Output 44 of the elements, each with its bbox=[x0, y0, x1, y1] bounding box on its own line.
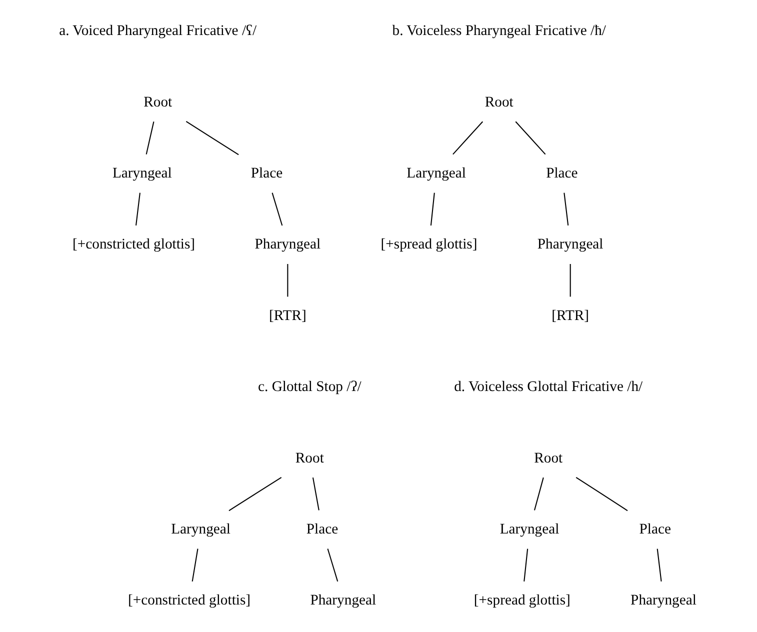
node-text: Place bbox=[546, 166, 578, 182]
connector bbox=[430, 192, 435, 226]
node-text: Pharyngeal bbox=[537, 236, 604, 253]
connector bbox=[534, 477, 544, 510]
node-text: Pharyngeal bbox=[254, 236, 321, 253]
connector bbox=[656, 548, 662, 582]
node-text: Place bbox=[306, 521, 338, 538]
label: c. Glottal Stop /ʔ/ bbox=[258, 379, 362, 396]
node-text: Pharyngeal bbox=[630, 592, 696, 609]
node-text: Place bbox=[639, 521, 671, 538]
connector bbox=[287, 264, 288, 297]
node-text: Root bbox=[295, 450, 324, 466]
connector bbox=[570, 264, 571, 297]
connector bbox=[564, 192, 569, 226]
connector bbox=[327, 548, 338, 582]
node-text: Root bbox=[484, 94, 514, 110]
node-text: Root bbox=[144, 94, 172, 110]
node-text: Pharyngeal bbox=[310, 592, 376, 609]
connector bbox=[228, 476, 282, 512]
connector bbox=[312, 477, 320, 510]
node-text: Laryngeal bbox=[112, 166, 172, 182]
connector bbox=[576, 476, 628, 512]
label: b. Voiceless Pharyngeal Fricative /ħ/ bbox=[392, 23, 606, 40]
node-text: Laryngeal bbox=[406, 166, 466, 182]
connector bbox=[524, 548, 528, 582]
connector bbox=[192, 548, 198, 582]
node-text: Laryngeal bbox=[171, 521, 230, 538]
connector bbox=[146, 122, 154, 154]
connector bbox=[186, 121, 239, 156]
node-text: [+spread glottis] bbox=[380, 236, 478, 253]
connector bbox=[272, 192, 283, 226]
node-text: [RTR] bbox=[552, 308, 590, 324]
node-text: [RTR] bbox=[269, 308, 306, 324]
node-text: [+spread glottis] bbox=[474, 592, 570, 609]
connector bbox=[452, 121, 484, 155]
label: a. Voiced Pharyngeal Fricative /ʕ/ bbox=[59, 23, 257, 40]
node-text: [+constricted glottis] bbox=[72, 236, 196, 253]
connector bbox=[515, 121, 546, 155]
node-text: [+constricted glottis] bbox=[128, 592, 251, 609]
label: d. Voiceless Glottal Fricative /h/ bbox=[454, 379, 643, 396]
connector bbox=[136, 192, 140, 226]
node-text: Laryngeal bbox=[500, 521, 560, 538]
node-text: Place bbox=[250, 166, 283, 182]
node-text: Root bbox=[534, 450, 563, 466]
